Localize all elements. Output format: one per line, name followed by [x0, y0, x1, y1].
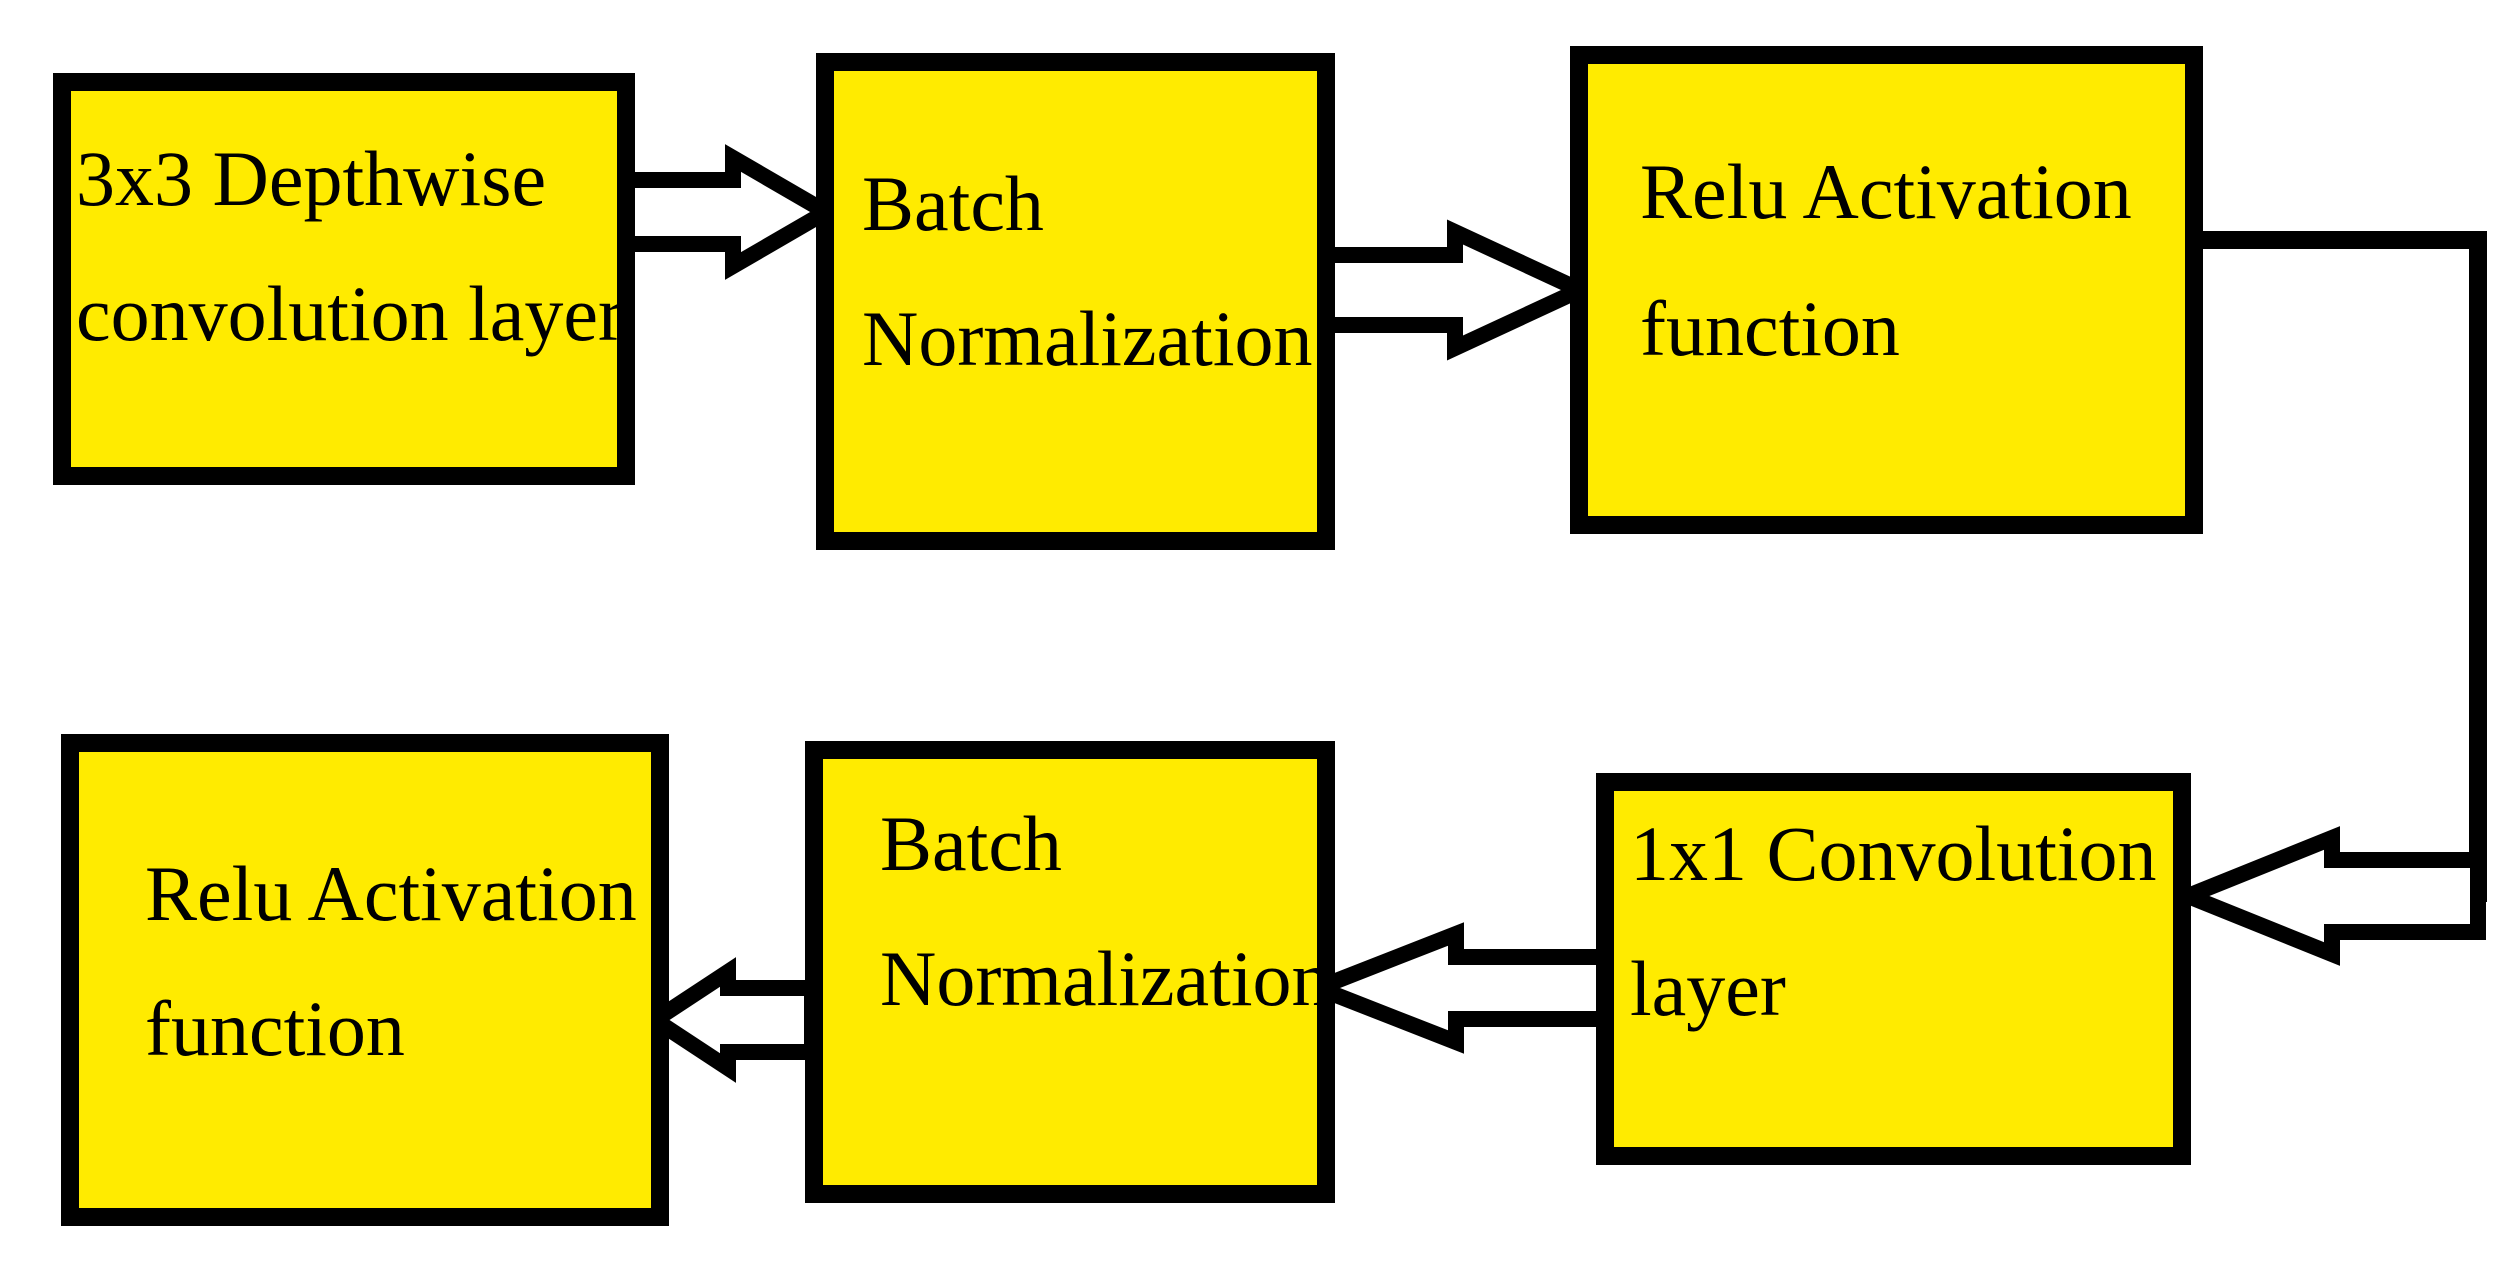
node-label-line2: Normalization [880, 935, 1331, 1022]
arrow-pointwise-to-bn2 [1296, 922, 1617, 1054]
node-label-line2: function [1640, 285, 1900, 372]
node-label-line1: Relu Activation [1640, 148, 2132, 235]
node-label-line1: Batch [880, 800, 1062, 887]
node-label-line2: function [145, 985, 405, 1072]
node-label-line2: layer [1630, 945, 1786, 1032]
node-label-line2: convolution layer [76, 270, 624, 357]
node-relu-activation-2: Relu Activation function [61, 734, 669, 1226]
node-batch-norm-1: Batch Normalization [816, 53, 1335, 550]
node-relu-activation-1: Relu Activation function [1570, 46, 2203, 534]
node-label-line1: 1x1 Convolution [1630, 810, 2157, 897]
node-label-line2: Normalization [862, 295, 1313, 382]
node-label-line1: 3x3 Depthwise [76, 135, 546, 222]
arrow-bn1-to-relu1 [1317, 219, 1600, 361]
arrow-depthwise-to-bn1 [614, 144, 842, 280]
node-pointwise-conv: 1x1 Convolution layer [1596, 773, 2191, 1165]
node-batch-norm-2: Batch Normalization [805, 741, 1335, 1203]
node-label-line1: Batch [862, 160, 1044, 247]
node-depthwise-conv: 3x3 Depthwise convolution layer [53, 73, 635, 485]
node-label-line1: Relu Activation [145, 850, 637, 937]
connector-relu1-to-pointwise [2194, 231, 2487, 902]
arrow-bn2-to-relu2 [640, 957, 820, 1083]
arrow-into-pointwise [2166, 826, 2486, 966]
